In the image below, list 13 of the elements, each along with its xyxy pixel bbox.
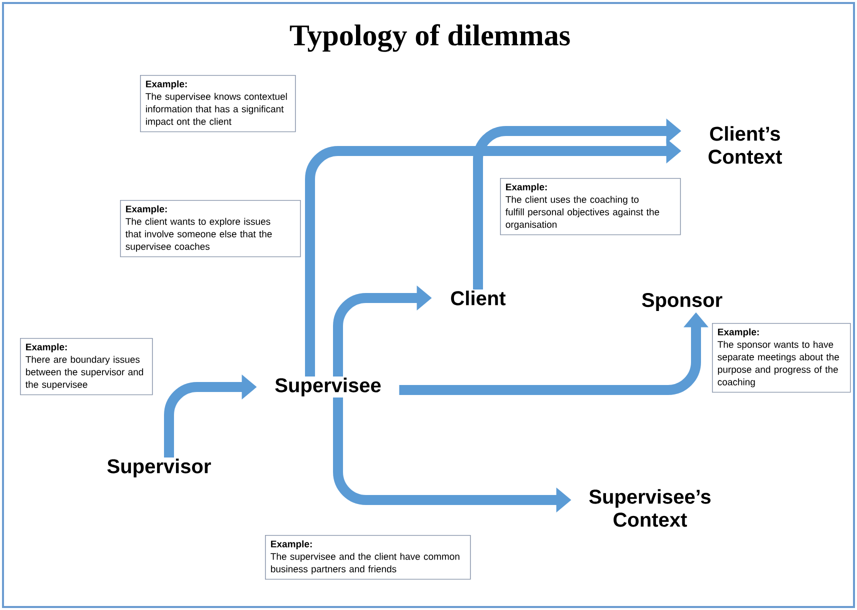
example-box: Example: There are boundary issues between the supervisor and the supervisee [20, 338, 153, 396]
example-box: Example: The supervisee knows contextuel information that has a significant impact ont the client [140, 75, 296, 132]
node-label: Supervisor [107, 458, 211, 478]
node-label: Client’s Context [708, 126, 782, 164]
example-box: Example: The client wants to explore issues that involve someone else that the supervisee coaches [120, 200, 301, 258]
node-label: Supervisee’s Context [589, 489, 710, 527]
node-label: Supervisee [275, 378, 381, 396]
node-label: Sponsor [642, 292, 722, 312]
node-label: Client [451, 290, 506, 306]
example-box: Example: The supervisee and the client have common business partners and friends [265, 535, 471, 580]
example-box: Example: The client uses the coaching to fulfill personal objectives against the organisation [500, 178, 681, 236]
example-box: Example: The sponsor wants to have separate meetings about the purpose and progress of the coaching [712, 323, 851, 393]
title: Typology of dilemmas [290, 24, 570, 52]
